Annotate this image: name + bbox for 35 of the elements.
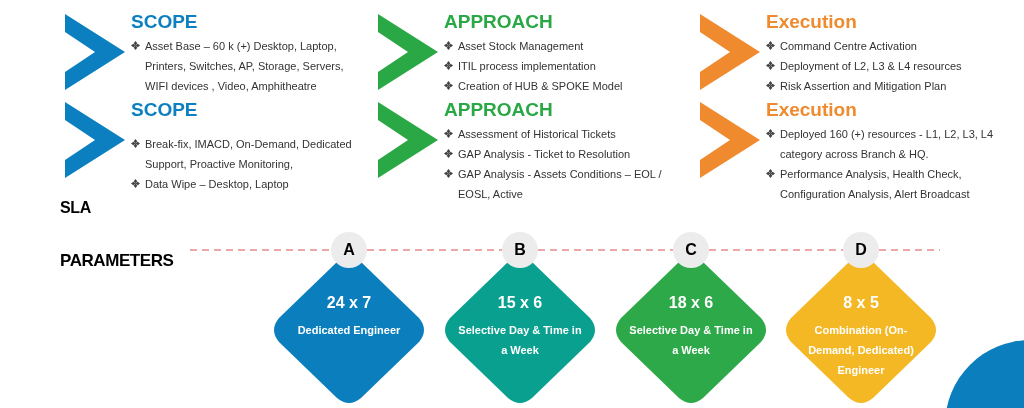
schedule-value: 24 x 7: [326, 293, 372, 313]
section-label: PARAMETERS: [60, 250, 174, 272]
dashed-connector: [708, 249, 844, 251]
dashed-connector: [189, 249, 332, 251]
section-heading: SCOPE: [131, 10, 199, 34]
section-label: SLA: [60, 198, 91, 218]
bullet-text: Creation of HUB & SPOKE Model: [458, 79, 623, 94]
bullet-text: Deployed 160 (+) resources - L1, L2, L3, L4 category across Branch & HQ.: [780, 127, 995, 162]
bullet-text: ITIL process implementation: [458, 59, 596, 74]
schedule-description: Selective Day & Time in a Week: [628, 323, 754, 358]
bullet-text: GAP Analysis - Ticket to Resolution: [458, 147, 631, 162]
section-heading: Execution: [766, 98, 858, 122]
section-heading: Execution: [766, 10, 858, 34]
bullet-text: Assessment of Historical Tickets: [458, 127, 616, 142]
bullet-text: Risk Assertion and Mitigation Plan: [780, 79, 947, 94]
bullet-text: Asset Base – 60 k (+) Desktop, Laptop, Printers, Switches, AP, Storage, Servers, WIFI devices , Video, Amphitheatre: [145, 39, 345, 94]
schedule-value: 8 x 5: [843, 293, 879, 313]
schedule-description: Dedicated Engineer: [297, 323, 401, 338]
bullet-text: Deployment of L2, L3 & L4 resources: [780, 59, 962, 74]
schedule-description: Selective Day & Time in a Week: [457, 323, 583, 358]
dashed-connector: [878, 249, 941, 251]
section-heading: SCOPE: [131, 98, 199, 122]
bullet-text: Data Wipe – Desktop, Laptop: [145, 177, 289, 192]
section-heading: APPROACH: [444, 10, 554, 34]
schedule-description: Combination (On- Demand, Dedicated) Engineer: [807, 323, 915, 378]
bullet-text: Break-fix, IMACD, On-Demand, Dedicated Support, Proactive Monitoring,: [145, 137, 353, 172]
section-heading: APPROACH: [444, 98, 554, 122]
schedule-value: 18 x 6: [668, 293, 714, 313]
bullet-text: Asset Stock Management: [458, 39, 584, 54]
bullet-text: Performance Analysis, Health Check, Configuration Analysis, Alert Broadcast: [780, 167, 971, 202]
dashed-connector: [366, 249, 503, 251]
bullet-text: Command Centre Activation: [780, 39, 917, 54]
bullet-text: GAP Analysis - Assets Conditions – EOL / EOSL, Active: [458, 167, 663, 202]
schedule-value: 15 x 6: [497, 293, 543, 313]
dashed-connector: [537, 249, 674, 251]
